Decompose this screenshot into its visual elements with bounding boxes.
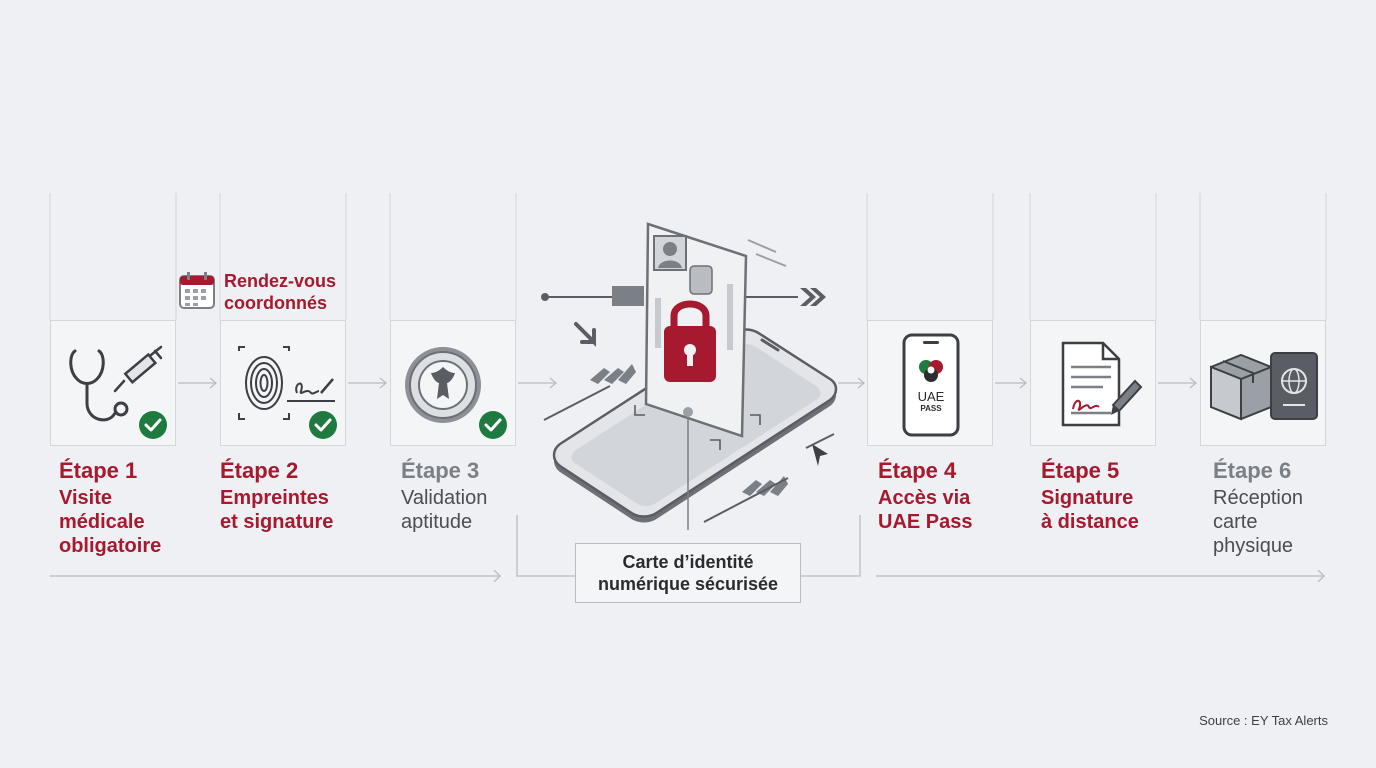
- step-2-label: Étape 2 Empreintes et signature: [220, 458, 380, 534]
- step-6-label: Étape 6 Réception carte physique: [1213, 458, 1373, 558]
- package-passport-icon: [1210, 352, 1318, 421]
- step-4-card: UAE PASS: [867, 320, 993, 446]
- step-number: Étape 6: [1213, 458, 1292, 483]
- step-6-card: [1200, 320, 1326, 446]
- step-title: Réception carte physique: [1213, 487, 1304, 557]
- step-5-label: Étape 5 Signature à distance: [1041, 458, 1201, 534]
- step-number: Étape 3: [401, 458, 480, 483]
- step-number: Étape 4: [878, 458, 957, 483]
- calendar-icon: [179, 272, 215, 309]
- document-sign-icon: [1061, 341, 1143, 427]
- stethoscope-syringe-icon: [69, 345, 163, 422]
- step-5-card: [1030, 320, 1156, 446]
- appointment-note: Rendez-vous coordonnés: [178, 270, 336, 314]
- source-note: Source : EY Tax Alerts: [1199, 713, 1328, 728]
- app-name-text: UAE: [918, 389, 945, 404]
- step-2-card: Ep: [220, 320, 346, 446]
- step-1-label: Étape 1 Visite médicale obligatoire: [59, 458, 219, 558]
- fingerprint-signature-icon: Ep: [238, 346, 335, 420]
- step-title: Visite médicale obligatoire: [59, 487, 162, 557]
- appointment-label: Rendez-vous coordonnés: [224, 271, 337, 313]
- step-1-card: [50, 320, 176, 446]
- step-title: Signature à distance: [1041, 487, 1139, 533]
- app-subname-text: PASS: [920, 404, 942, 413]
- signature-text: Ep: [295, 394, 297, 396]
- step-3-label: Étape 3 Validation aptitude: [401, 458, 561, 534]
- step-number: Étape 2: [220, 458, 299, 483]
- step-title: Accès via UAE Pass: [878, 487, 973, 533]
- check-icon: [479, 411, 507, 439]
- check-icon: [309, 411, 337, 439]
- step-3-card: [390, 320, 516, 446]
- check-icon: [139, 411, 167, 439]
- step-title: Validation aptitude: [401, 487, 488, 533]
- uae-pass-phone-icon: UAE PASS: [902, 333, 960, 437]
- step-title: Empreintes et signature: [220, 487, 334, 533]
- step-number: Étape 1: [59, 458, 138, 483]
- step-number: Étape 5: [1041, 458, 1120, 483]
- seal-icon: [405, 347, 481, 423]
- step-4-label: Étape 4 Accès via UAE Pass: [878, 458, 1038, 534]
- center-label: Carte d’identité numérique sécurisée: [575, 543, 801, 603]
- digital-id-phone-lock-icon: [541, 222, 838, 530]
